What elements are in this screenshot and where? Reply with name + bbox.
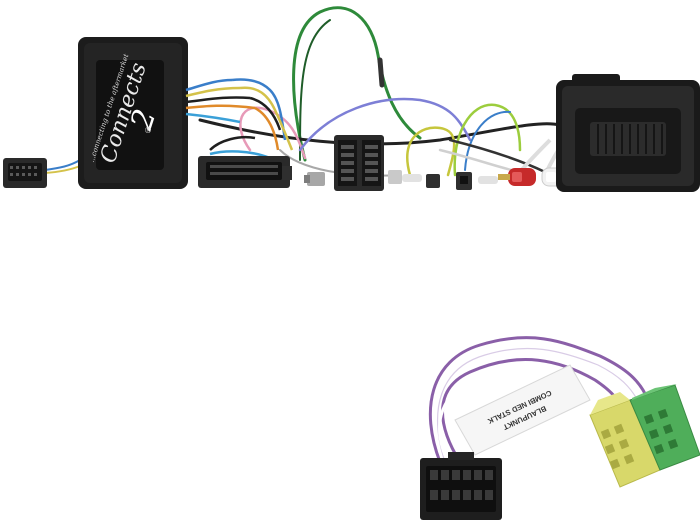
iso-connector-block — [334, 135, 384, 191]
stalk-module-box — [556, 74, 700, 192]
radio-harness-connector — [198, 156, 292, 188]
small-plugs — [388, 170, 498, 190]
patch-lead: BLAUPUNKT COMBI NED STALK — [420, 336, 700, 520]
yellow-mini-iso-block — [589, 392, 661, 488]
black-12pin-connector — [420, 452, 502, 520]
interface-box: Connects 2 ...connecting to the aftermar… — [78, 37, 188, 189]
box-wire-bundle — [185, 78, 294, 160]
grey-fakra-plug — [304, 172, 325, 186]
green-mini-iso-block — [629, 384, 700, 471]
left-quadlock-connector — [3, 158, 81, 188]
patch-lead-label-tag: BLAUPUNKT COMBI NED STALK — [454, 364, 591, 456]
registered-mark: ® — [144, 126, 152, 135]
